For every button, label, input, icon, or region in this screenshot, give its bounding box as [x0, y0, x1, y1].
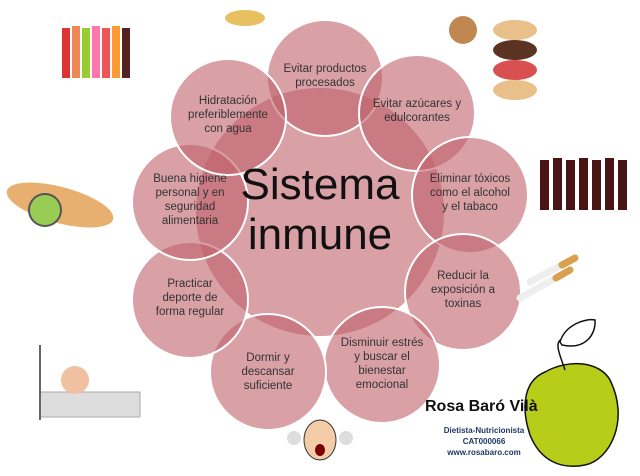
tip-label: Eliminar tóxicos como el alcohol y el ta… [429, 173, 511, 213]
tip-circle [169, 58, 287, 176]
tip-label: Evitar productos procesados [283, 63, 367, 89]
hand-bacteria-image [6, 182, 114, 228]
center-title: Sistema inmune [210, 160, 430, 260]
liquor-bottles-image [540, 158, 627, 210]
author-code: CAT000066 [462, 437, 506, 446]
stressed-face-image [287, 419, 353, 461]
tip-label: Practicar deporte de forma regular [155, 278, 225, 318]
tip-circle [209, 313, 327, 431]
tip-label: Reducir la exposición a toxinas [431, 270, 495, 310]
tip-label: Buena higiene personal y en seguridad al… [153, 173, 227, 227]
apple-logo [524, 318, 619, 467]
tip-label: Disminuir estrés y buscar el bienestar e… [340, 337, 424, 391]
cookie-image [449, 16, 477, 44]
tip-label: Dormir y descansar suficiente [241, 352, 295, 392]
soda-bottles-image [62, 26, 130, 78]
center-title-line2: inmune [247, 210, 393, 259]
couch-person-image [39, 345, 141, 420]
donuts-image [493, 20, 537, 100]
tip-label: Evitar azúcares y edulcorantes [372, 98, 462, 124]
cigarettes-image [516, 254, 579, 302]
author-name: Rosa Baró Vilà [425, 398, 538, 415]
center-title-line1: Sistema [240, 160, 400, 209]
tip-label: Hidratación preferiblemente con agua [188, 95, 268, 135]
chips-image [225, 10, 265, 26]
tip-circle [404, 233, 522, 351]
author-website: www.rosabaro.com [447, 448, 521, 457]
author-title: Dietista-Nutricionista [443, 426, 525, 435]
